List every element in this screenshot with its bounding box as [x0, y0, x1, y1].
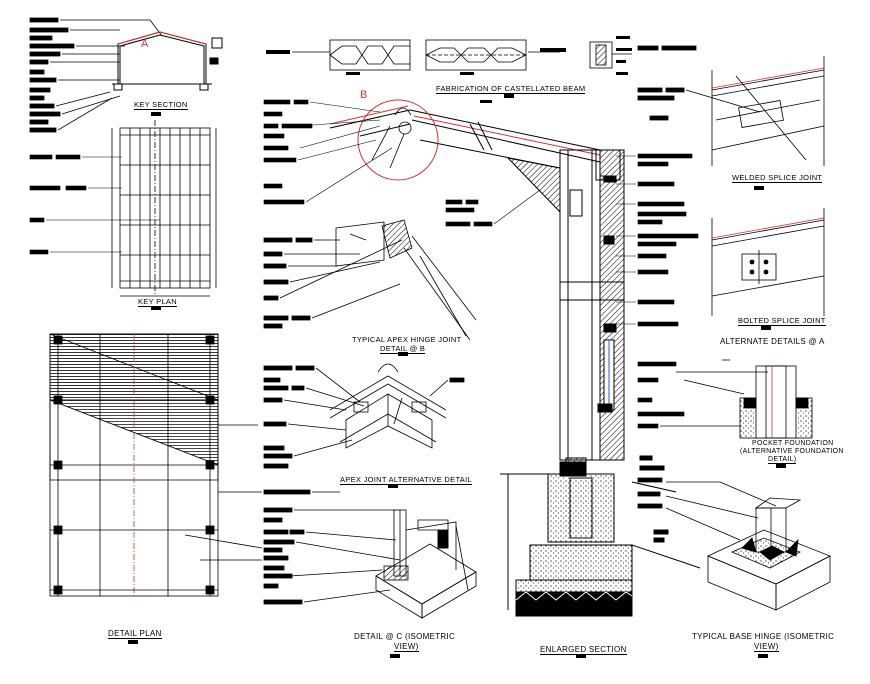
castellated-beam-notes: [266, 36, 632, 103]
title-welded-splice: WELDED SPLICE JOINT: [732, 173, 823, 183]
title-fabrication: FABRICATION OF CASTELLATED BEAM: [436, 84, 586, 94]
title-apex-alt: APEX JOINT ALTERNATIVE DETAIL: [340, 475, 472, 485]
title-key-section: KEY SECTION: [134, 100, 188, 110]
title-pocket-line2: (ALTERNATIVE FOUNDATION: [740, 448, 844, 455]
title-bolted-splice: BOLTED SPLICE JOINT: [738, 316, 826, 326]
enlarged-section-foundation: [500, 455, 701, 617]
detail-plan-drawing: [49, 333, 263, 597]
rafter-drawing: [329, 105, 625, 475]
apex-alt-drawing: [263, 363, 465, 495]
bolted-splice-drawing: [711, 208, 825, 316]
title-base-hinge-line1: TYPICAL BASE HINGE (ISOMETRIC: [692, 632, 835, 641]
base-hinge-drawing: [637, 477, 831, 611]
callout-marker-a: A: [141, 38, 149, 50]
key-plan-drawing: [111, 120, 217, 297]
callout-marker-b: B: [360, 89, 368, 101]
title-enlarged-section: ENLARGED SECTION: [540, 645, 627, 655]
scale-bars: [128, 94, 786, 658]
castellated-beam-drawing: [292, 39, 632, 71]
title-detail-plan: DETAIL PLAN: [108, 629, 162, 639]
apex-hinge-drawing: [263, 219, 477, 341]
key-plan-annotations: [29, 154, 160, 255]
title-key-plan: KEY PLAN: [138, 297, 177, 307]
title-base-hinge-line2: VIEW): [754, 642, 779, 652]
key-section-annotations: [29, 17, 163, 133]
title-apex-hinge-line2: DETAIL @ B: [380, 344, 426, 354]
rafter-notes: [263, 99, 699, 429]
pocket-foundation-drawing: [660, 359, 813, 439]
title-detail-c-line1: DETAIL @ C (ISOMETRIC: [354, 632, 456, 641]
title-apex-hinge-line1: TYPICAL APEX HINGE JOINT: [352, 335, 462, 344]
apex-detail-b-callout: [357, 99, 439, 181]
apex-b-drawing: [371, 107, 412, 169]
detail-c-drawing: [263, 507, 477, 619]
welded-splice-drawing: [637, 45, 825, 166]
title-detail-c-line2: VIEW): [394, 642, 419, 652]
title-pocket-line3: DETAIL): [768, 456, 797, 464]
title-alternate-details: ALTERNATE DETAILS @ A: [720, 337, 825, 346]
key-section-drawing: [112, 31, 223, 91]
title-pocket-line1: POCKET FOUNDATION: [752, 440, 834, 447]
